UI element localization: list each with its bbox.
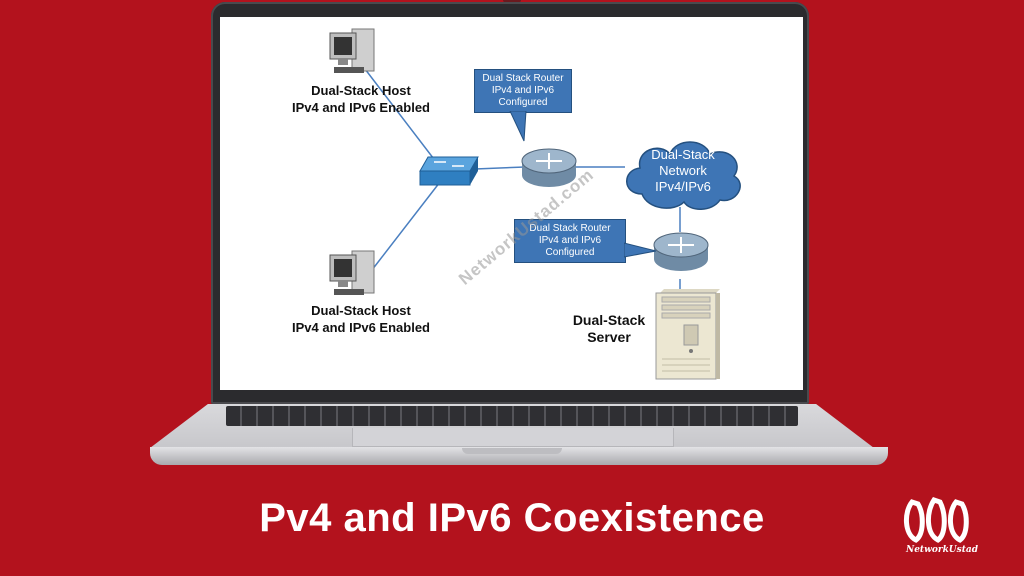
server-line: Server <box>587 329 631 345</box>
callout-line: Dual Stack Router <box>529 223 611 234</box>
callout-line: IPv4 and IPv6 <box>491 85 555 96</box>
host-name: Dual-Stack Host <box>311 303 411 318</box>
cloud-label: Dual-Stack Network IPv4/IPv6 <box>633 147 733 195</box>
laptop-keyboard <box>226 406 798 426</box>
callout-line: Configured <box>498 97 548 108</box>
host-label: Dual-Stack Host IPv4 and IPv6 Enabled <box>276 302 446 336</box>
router-callout: Dual Stack Router IPv4 and IPv6 Configur… <box>514 219 626 263</box>
server-line: Dual-Stack <box>572 312 646 328</box>
brand-name: NetworkUstad <box>905 545 979 555</box>
host-label: Dual-Stack Host IPv4 and IPv6 Enabled <box>276 82 446 116</box>
switch-icon <box>419 156 479 186</box>
callout-line: Configured <box>545 247 595 258</box>
callout-pointer <box>624 242 657 258</box>
router-callout: Dual Stack Router IPv4 and IPv6 Configur… <box>474 69 572 113</box>
host-name: Dual-Stack Host <box>311 83 411 98</box>
cloud-icon <box>626 141 741 210</box>
server-label: Dual-Stack Server <box>564 312 654 346</box>
laptop-camera-notch <box>503 0 521 3</box>
server-icon <box>655 289 720 380</box>
network-links <box>364 68 681 289</box>
callout-line: IPv4 and IPv6 <box>538 235 602 246</box>
router-icon <box>521 148 577 187</box>
host-detail: IPv4 and IPv6 Enabled <box>292 320 430 335</box>
callout-pointer <box>509 111 527 142</box>
callout-line: Dual Stack Router <box>482 73 564 84</box>
cloud-line: Network <box>659 163 707 178</box>
router-icon <box>653 232 709 271</box>
cloud-line: Dual-Stack <box>651 147 715 162</box>
cloud-line: IPv4/IPv6 <box>655 179 711 194</box>
laptop-screen: Dual-Stack Host IPv4 and IPv6 Enabled Du… <box>220 17 803 390</box>
laptop-lip-notch <box>462 448 562 454</box>
host-detail: IPv4 and IPv6 Enabled <box>292 100 430 115</box>
laptop-base-front <box>150 447 888 465</box>
brand-logo-icon <box>904 497 969 543</box>
host-computer-icon <box>329 28 375 73</box>
host-computer-icon <box>329 250 375 295</box>
laptop-trackpad <box>352 428 674 447</box>
page-title: Pv4 and IPv6 Coexistence <box>259 496 765 540</box>
